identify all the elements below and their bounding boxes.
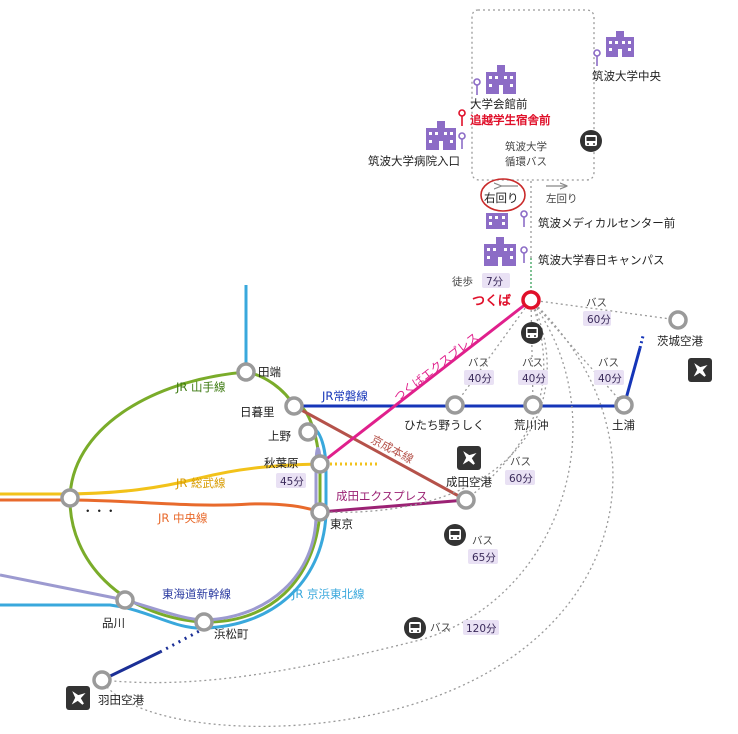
airplane-icon-ibaraki: [688, 358, 712, 382]
bus-stop-pins: [458, 49, 601, 263]
sobu-line: [0, 462, 321, 496]
station-akihabara[interactable]: [310, 454, 330, 474]
university-building-icon-kaikan: [486, 65, 516, 94]
label-hospital: 筑波大学病院入口: [368, 154, 460, 168]
time-tsuchiura: 40分: [598, 373, 622, 385]
airplane-icon-narita: [457, 446, 481, 470]
bus-icon-campus: [580, 130, 602, 152]
label-chuo: 筑波大学中央: [592, 69, 661, 83]
label-sobu: JR 総武線: [175, 476, 226, 490]
label-hamamatsucho: 浜松町: [214, 627, 249, 641]
time-haneda: 120分: [466, 623, 497, 635]
university-building-icon-chuo: [606, 31, 634, 57]
bus-icon-haneda: [404, 617, 426, 639]
label-shinagawa: 品川: [102, 616, 125, 630]
time-badges: [276, 273, 624, 635]
label-bus-arakawaoki: バス: [522, 357, 543, 369]
time-ibaraki: 60分: [587, 314, 611, 326]
label-kasuga: 筑波大学春日キャンパス: [538, 253, 665, 267]
shinkansen-line: [0, 446, 322, 622]
chuo-line: [0, 498, 321, 514]
label-ibaraki: 茨城空港: [657, 334, 703, 348]
keisei-line: [293, 404, 467, 502]
label-shinkansen: 東海道新幹線: [162, 587, 231, 601]
bus-icon-tokyo: [444, 524, 466, 546]
building-icon-medical: [486, 213, 508, 229]
label-dots: ・・・: [82, 504, 117, 518]
bus-icon-tsukuba: [521, 322, 543, 344]
nex-line: [319, 498, 467, 514]
label-bus-tsuchiura: バス: [598, 357, 619, 369]
yamanote-line: [68, 370, 322, 624]
station-nippori[interactable]: [284, 396, 304, 416]
label-junkan-1: 筑波大学: [505, 140, 547, 153]
label-arakawaoki: 荒川沖: [514, 418, 549, 432]
label-bus-hitachino: バス: [468, 357, 489, 369]
station-hamamatsucho[interactable]: [194, 612, 214, 632]
label-joban: JR常磐線: [321, 389, 368, 403]
station-shinagawa[interactable]: [115, 590, 135, 610]
airplane-icon-haneda: [66, 686, 90, 710]
label-hitachino: ひたち野うしく: [404, 418, 485, 432]
time-walk: 7分: [486, 276, 504, 288]
haneda-line: [101, 650, 161, 682]
station-arakawaoki[interactable]: [523, 395, 543, 415]
label-tokyo: 東京: [330, 517, 353, 531]
time-hitachino: 40分: [468, 373, 492, 385]
label-haneda: 羽田空港: [98, 693, 144, 707]
label-medical: 筑波メディカルセンター前: [538, 216, 675, 230]
university-building-icon-hospital: [426, 121, 456, 150]
tx-line: [319, 298, 532, 466]
label-junkan-2: 循環バス: [505, 155, 547, 168]
station-hitachino[interactable]: [445, 395, 465, 415]
time-arakawaoki: 40分: [522, 373, 546, 385]
label-walk: 徒歩: [452, 275, 473, 288]
station-haneda[interactable]: [92, 670, 112, 690]
time-akihabara: 45分: [280, 476, 304, 488]
label-akihabara: 秋葉原: [264, 456, 299, 470]
station-tokyo[interactable]: [310, 502, 330, 522]
station-tsuchiura[interactable]: [614, 395, 634, 415]
time-tokyo: 65分: [472, 552, 496, 564]
station-shinagawa-west[interactable]: [60, 488, 80, 508]
label-keihin: JR 京浜東北線: [291, 587, 365, 601]
label-chuo-line: JR 中央線: [157, 511, 208, 525]
label-bus-tokyo: バス: [472, 535, 493, 547]
station-ueno[interactable]: [298, 422, 318, 442]
label-daigakukaikan: 大学会館前: [470, 97, 528, 111]
label-oikoshi: 追越学生宿舎前: [470, 113, 551, 127]
label-nippori: 日暮里: [240, 405, 275, 419]
label-bus-narita: バス: [510, 456, 531, 468]
label-yamanote: JR 山手線: [175, 380, 226, 394]
label-tsukuba: つくば: [472, 294, 511, 309]
label-migimawari: 右回り: [484, 191, 519, 205]
university-building-icon-kasuga: [484, 237, 516, 266]
time-narita: 60分: [509, 473, 533, 485]
keihin-line: [0, 426, 328, 630]
label-bus-haneda: バス: [430, 622, 451, 634]
station-ibaraki[interactable]: [668, 310, 688, 330]
clockwise-highlight: [480, 178, 526, 212]
label-narita: 成田空港: [446, 475, 492, 489]
label-tabata: 田端: [258, 365, 281, 379]
label-bus-ibaraki: バス: [586, 297, 607, 309]
label-ueno: 上野: [268, 429, 291, 443]
station-tabata[interactable]: [236, 362, 256, 382]
station-tsukuba[interactable]: [521, 290, 541, 310]
station-narita[interactable]: [456, 490, 476, 510]
label-hidarimawari: 左回り: [546, 192, 578, 205]
label-tsuchiura: 土浦: [612, 418, 635, 432]
label-nex: 成田エクスプレス: [336, 489, 428, 503]
